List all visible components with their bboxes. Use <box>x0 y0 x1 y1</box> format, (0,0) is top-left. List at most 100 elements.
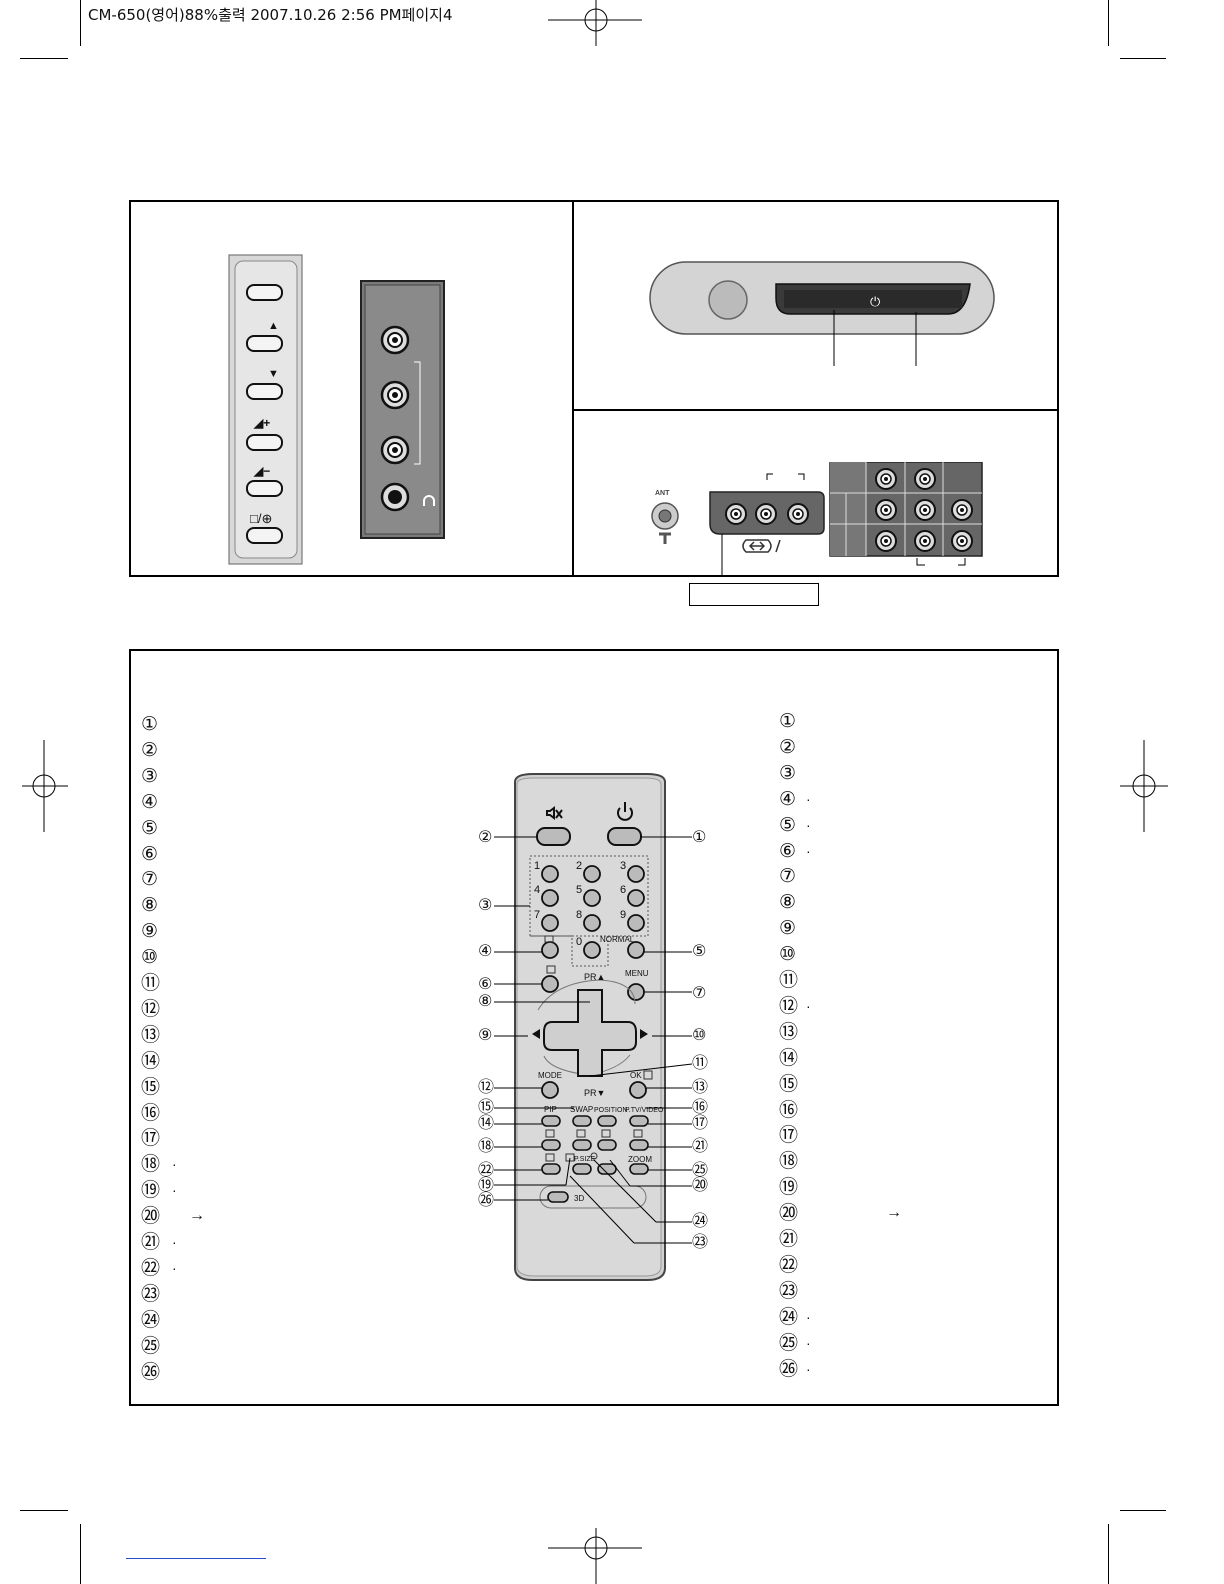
left-list-number: ⑬ <box>141 1023 161 1046</box>
callout-number: ⑰ <box>692 1113 709 1132</box>
right-list-number: ⑤ <box>779 813 797 836</box>
three-d-button[interactable] <box>547 1191 569 1203</box>
list-arrow: → <box>189 1207 205 1225</box>
digit-7-button[interactable] <box>541 914 559 932</box>
callout-number: ⑳ <box>692 1175 709 1194</box>
normal-button[interactable] <box>627 941 645 959</box>
left-list-number: ④ <box>141 790 159 813</box>
navigation-cross[interactable] <box>543 989 637 1077</box>
digit-1-button[interactable] <box>541 865 559 883</box>
side-button-power[interactable] <box>247 285 282 300</box>
callout-number: ⑧ <box>478 991 493 1010</box>
callout-number: ⑤ <box>692 941 707 960</box>
digit-2-button[interactable] <box>583 865 601 883</box>
list-bullet: · <box>172 1259 177 1276</box>
side-button-channel-down[interactable]: ▼ <box>268 368 279 380</box>
side-button-volume-down[interactable]: ◢− <box>254 464 270 478</box>
right-list-number: ㉕ <box>779 1331 799 1354</box>
left-list-number: ㉑ <box>141 1231 161 1253</box>
power-icon <box>617 807 633 821</box>
ptv-video-button[interactable] <box>629 1115 649 1127</box>
right-list-number: ⑯ <box>779 1098 799 1121</box>
callout-number: ㉖ <box>478 1190 495 1209</box>
digit-0-button[interactable] <box>583 941 601 959</box>
frame-divider-horizontal <box>573 409 1058 411</box>
callout-number: ⑦ <box>692 983 707 1002</box>
volume-left-icon <box>532 1029 540 1039</box>
right-list-number: ⑨ <box>779 917 797 940</box>
in-out-icon <box>742 539 781 553</box>
left-list-number: ⑮ <box>141 1075 161 1098</box>
list-bullet: · <box>806 1308 811 1325</box>
cancel-icon <box>545 1153 555 1162</box>
antenna-jack <box>651 502 679 544</box>
side-button-tv-av[interactable]: □/⊕ <box>250 511 272 527</box>
left-list-number: ⑩ <box>141 946 159 969</box>
ok-label: OK <box>630 1071 642 1080</box>
digit-label: 0 <box>576 936 582 948</box>
pip-button[interactable] <box>541 1115 561 1127</box>
mode-button[interactable] <box>541 1081 559 1099</box>
left-list-number: ⑧ <box>141 894 159 917</box>
right-list-number: ⑱ <box>779 1150 799 1173</box>
right-list-number: ⑥ <box>779 839 797 862</box>
teletext-icon <box>546 965 556 974</box>
teletext-mix-button[interactable] <box>597 1139 617 1151</box>
right-list-number: ㉓ <box>779 1279 799 1302</box>
callout-number: ㉓ <box>692 1232 709 1251</box>
right-list-number: ⑰ <box>779 1124 799 1147</box>
teletext-cancel-button[interactable] <box>541 1163 561 1175</box>
sleep-button[interactable] <box>597 1163 617 1175</box>
zoom-button[interactable] <box>629 1163 649 1175</box>
side-button-volume-up[interactable]: ◢+ <box>254 416 270 430</box>
av-jacks <box>380 325 410 512</box>
teletext-size-button[interactable] <box>572 1139 592 1151</box>
swap-button[interactable] <box>572 1115 592 1127</box>
callout-number: ㉕ <box>692 1160 709 1179</box>
digit-6-button[interactable] <box>627 889 645 907</box>
right-list-number: ② <box>779 735 797 758</box>
right-list-number: ① <box>779 710 797 732</box>
digit-8-button[interactable] <box>583 914 601 932</box>
position-label: POSITION <box>594 1107 627 1114</box>
digit-label: 2 <box>576 860 582 872</box>
left-list-number: ⑫ <box>141 997 161 1020</box>
callout-number: ① <box>692 827 707 846</box>
three-d-label: 3D <box>574 1194 584 1203</box>
side-button-channel-up[interactable]: ▲ <box>268 320 279 332</box>
callout-number: ⑭ <box>478 1113 495 1132</box>
input-icon <box>544 935 554 943</box>
left-list-number: ② <box>141 738 159 761</box>
callout-number: ⑨ <box>478 1025 493 1044</box>
digit-4-button[interactable] <box>541 889 559 907</box>
list-bullet: · <box>806 816 811 833</box>
controls-frame <box>129 200 1059 577</box>
callout-number: ⑩ <box>692 1025 707 1044</box>
left-list-number: ⑲ <box>141 1179 161 1202</box>
teletext-index-button[interactable] <box>629 1139 649 1151</box>
digit-label: 4 <box>534 884 540 896</box>
digit-5-button[interactable] <box>583 889 601 907</box>
right-list-number: ㉒ <box>779 1253 799 1276</box>
zoom-label: ZOOM <box>628 1155 652 1164</box>
position-button[interactable] <box>597 1115 617 1127</box>
psize-button[interactable] <box>572 1163 592 1175</box>
headphone-icon <box>423 495 435 502</box>
teletext-hold-button[interactable] <box>541 1139 561 1151</box>
left-list-number: ㉔ <box>141 1308 161 1331</box>
digit-3-button[interactable] <box>627 865 645 883</box>
digit-9-button[interactable] <box>627 914 645 932</box>
callout-number: ③ <box>478 895 493 914</box>
volume-down-icon: ◢− <box>254 464 271 478</box>
list-bullet: · <box>806 1360 811 1377</box>
right-list-number: ⑮ <box>779 1072 799 1095</box>
left-list-number: ㉕ <box>141 1334 161 1357</box>
left-list-number: ⑱ <box>141 1153 161 1176</box>
callout-leaders <box>494 836 693 1244</box>
right-list-number: ⑧ <box>779 891 797 914</box>
ok-button[interactable] <box>629 1081 647 1099</box>
list-arrow: → <box>886 1204 902 1222</box>
volume-up-icon: ◢+ <box>254 416 271 430</box>
hold-icon <box>545 1129 555 1138</box>
